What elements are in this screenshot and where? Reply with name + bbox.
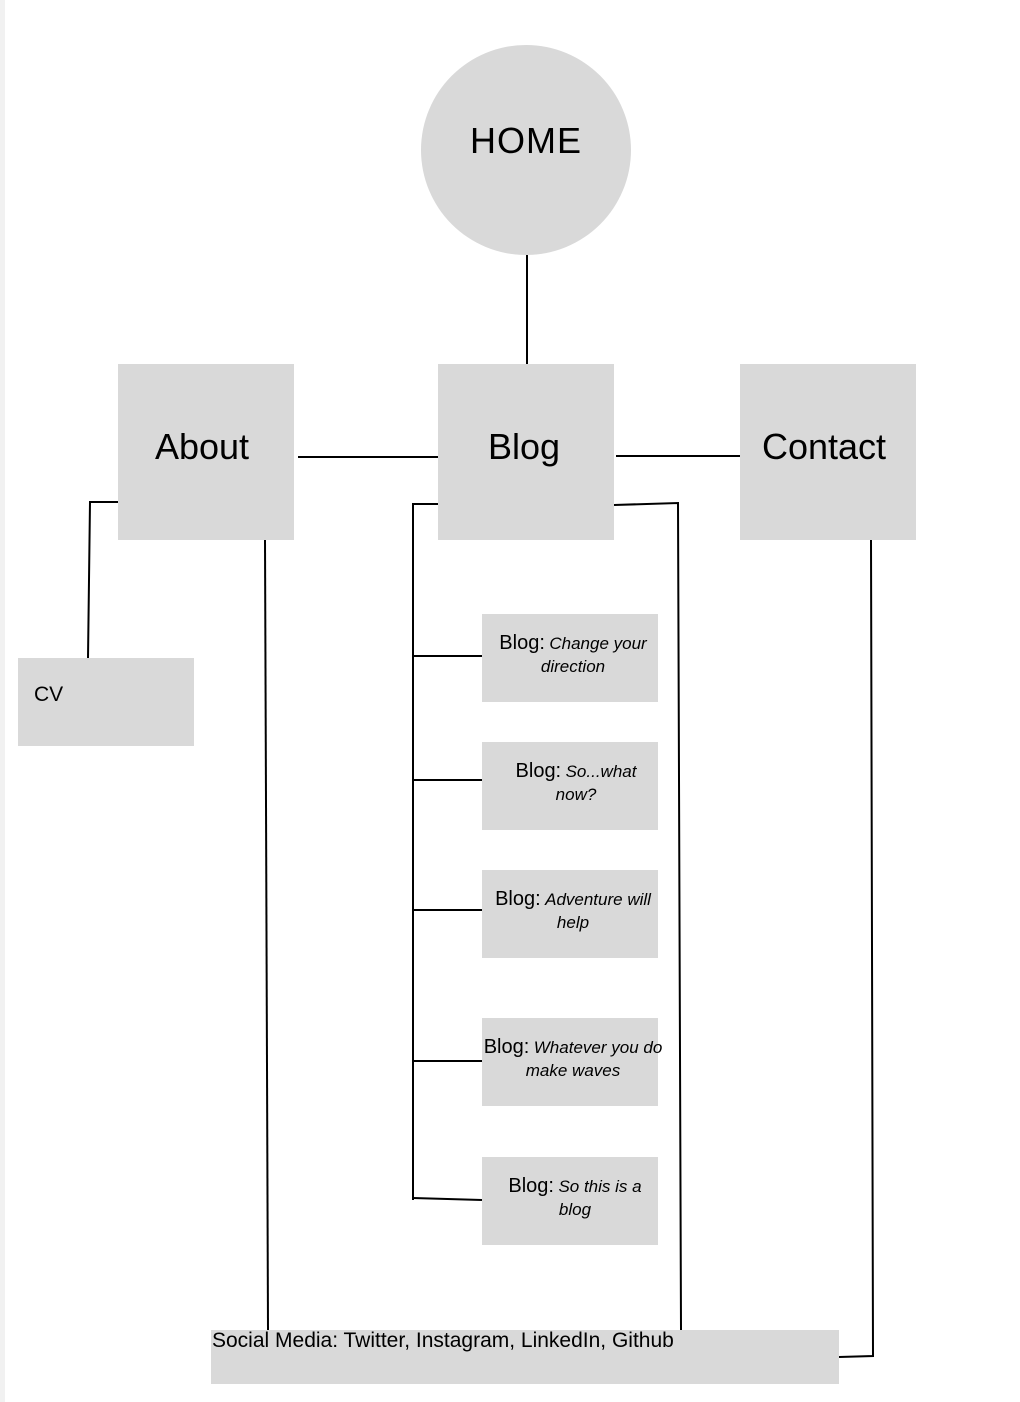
about-node: About bbox=[118, 364, 294, 540]
blog-post-prefix: Blog: bbox=[495, 888, 541, 910]
connector-blog-posts-trunk bbox=[412, 503, 438, 1200]
social-media-node: Social Media: Twitter, Instagram, Linked… bbox=[211, 1329, 839, 1384]
connector-blog-social bbox=[613, 501, 682, 1331]
cv-node: CV bbox=[18, 658, 194, 746]
connector-contact-social bbox=[838, 539, 875, 1358]
blog-post-node: Blog: Change your direction bbox=[482, 614, 658, 702]
blog-post-prefix: Blog: bbox=[499, 632, 545, 654]
left-edge-strip bbox=[0, 0, 5, 1402]
contact-node: Contact bbox=[740, 364, 916, 540]
about-label: About bbox=[154, 426, 250, 467]
contact-label: Contact bbox=[761, 426, 887, 467]
blog-node: Blog bbox=[438, 364, 614, 540]
blog-post-prefix: Blog: bbox=[515, 760, 562, 782]
blog-post-title: Adventure will help bbox=[545, 890, 651, 932]
blog-post-node: Blog: Whatever you do make waves bbox=[482, 1018, 662, 1106]
blog-label: Blog bbox=[487, 426, 561, 467]
home-node: HOME bbox=[421, 45, 631, 255]
blog-post-prefix: Blog: bbox=[483, 1036, 530, 1058]
cv-label: CV bbox=[34, 683, 64, 706]
social-media-label: Social Media: Twitter, Instagram, Linked… bbox=[212, 1329, 674, 1352]
blog-post-node: Blog: Adventure will help bbox=[482, 870, 658, 958]
connector-post-5 bbox=[412, 1197, 483, 1201]
blog-post-title: So this is a blog bbox=[558, 1177, 642, 1219]
blog-post-title: So...what now? bbox=[555, 762, 637, 804]
connector-about-cv bbox=[87, 501, 118, 659]
blog-post-prefix: Blog: bbox=[508, 1175, 554, 1197]
blog-post-node: Blog: So this is a blog bbox=[482, 1157, 658, 1245]
blog-post-node: Blog: So...what now? bbox=[482, 742, 658, 830]
blog-post-title: Change your direction bbox=[540, 634, 647, 676]
blog-post-title: Whatever you do make waves bbox=[525, 1038, 663, 1080]
home-label: HOME bbox=[470, 120, 582, 161]
connector-about-social bbox=[264, 539, 269, 1331]
